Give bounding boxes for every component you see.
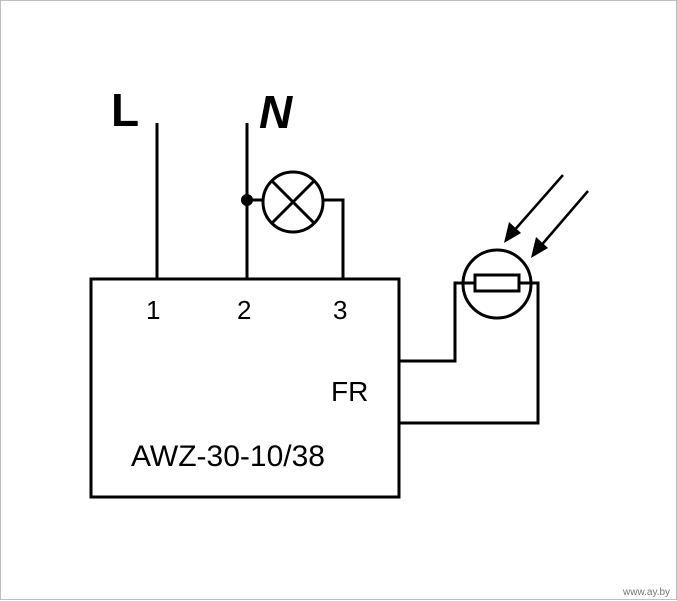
model-label: AWZ-30-10/38 [131, 440, 325, 473]
line-label: L [111, 84, 139, 136]
lamp-icon [261, 170, 325, 234]
light-arrow-icon [504, 174, 564, 243]
watermark: www.ay.by [622, 587, 670, 598]
fr-label: FR [331, 376, 368, 407]
light-arrow-icon [531, 190, 589, 258]
photoresistor-icon [461, 248, 533, 320]
terminal-1-label: 1 [146, 295, 160, 325]
sensor-wire-bottom [399, 281, 540, 425]
neutral-label: N [259, 86, 293, 138]
device-box [89, 277, 401, 499]
sensor-wire-top [399, 281, 467, 363]
lamp-wire-right [323, 198, 345, 279]
terminal-3-label: 3 [333, 295, 347, 325]
terminal-2-label: 2 [237, 295, 251, 325]
